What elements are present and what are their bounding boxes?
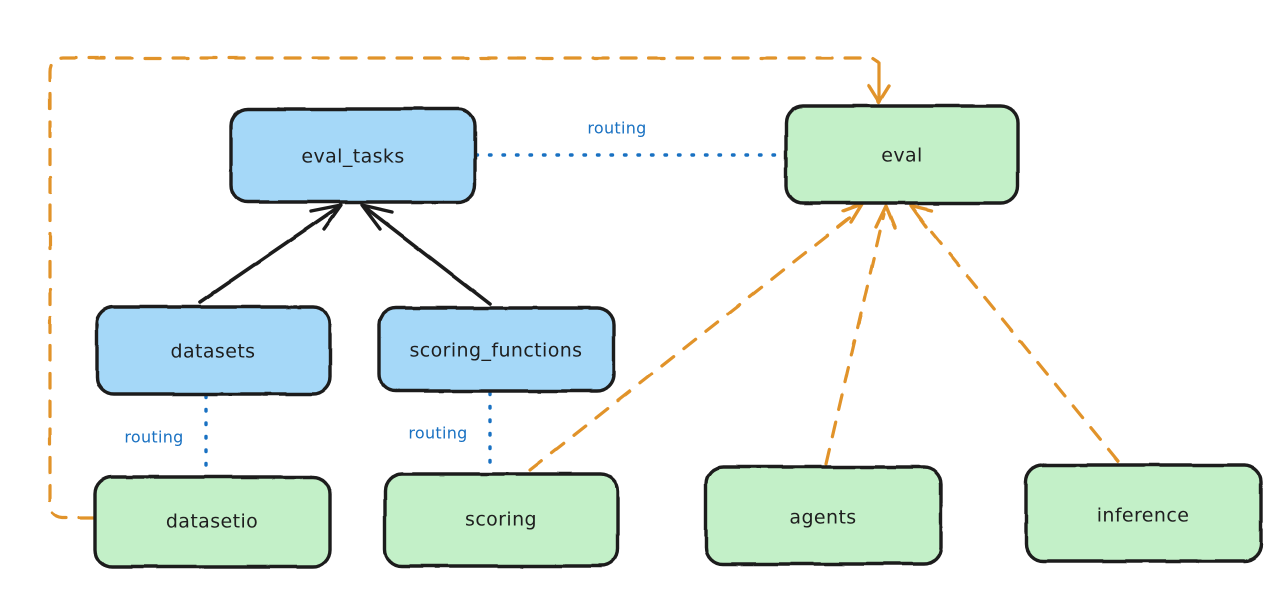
node-scoring-functions[interactable]: scoring_functions: [377, 306, 616, 393]
edge-agents-to-eval: [824, 204, 897, 466]
node-scoring[interactable]: scoring: [383, 472, 620, 568]
node-eval-tasks-label: eval_tasks: [301, 146, 404, 168]
node-eval[interactable]: eval: [784, 104, 1020, 205]
edge-datasets-to-eval-tasks: [198, 203, 343, 304]
node-datasets-label: datasets: [171, 341, 256, 363]
node-eval-shape: [784, 104, 1020, 205]
node-agents[interactable]: agents: [704, 465, 943, 566]
edge-label-routing-scoring-functions: routing: [408, 424, 467, 443]
node-inference[interactable]: inference: [1024, 463, 1263, 563]
edge-scoring-functions-to-eval-tasks: [360, 203, 492, 306]
edge-label-routing-eval-tasks: routing: [587, 119, 646, 138]
node-agents-shape: [704, 465, 943, 566]
node-scoring-shape: [383, 472, 620, 568]
node-scoring-functions-shape: [377, 306, 616, 393]
edge-datasetio-to-eval: [48, 56, 891, 520]
node-datasets[interactable]: datasets: [95, 305, 332, 396]
node-scoring-functions-label: scoring_functions: [410, 340, 583, 362]
node-agents-label: agents: [789, 507, 856, 529]
node-datasetio-shape: [93, 475, 332, 569]
node-eval-tasks[interactable]: eval_tasks: [229, 107, 477, 204]
node-datasets-shape: [95, 305, 332, 396]
node-datasetio[interactable]: datasetio: [93, 475, 332, 569]
node-inference-shape: [1024, 463, 1263, 563]
node-datasetio-label: datasetio: [166, 511, 258, 533]
edge-inference-to-eval: [909, 204, 1120, 463]
node-eval-label: eval: [881, 145, 922, 167]
node-eval-tasks-shape: [229, 107, 477, 204]
edge-label-routing-datasets: routing: [124, 428, 183, 447]
node-inference-label: inference: [1097, 505, 1190, 527]
node-scoring-label: scoring: [465, 509, 537, 531]
